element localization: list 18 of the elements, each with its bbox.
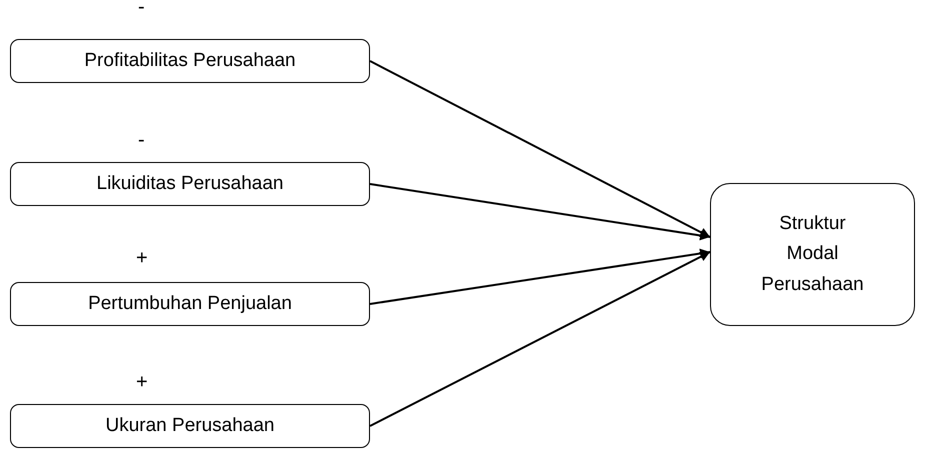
process-box: [10, 282, 370, 326]
node-label: Pertumbuhan Penjualan: [88, 292, 292, 316]
sign-label: -: [138, 129, 145, 152]
process-box: [10, 404, 370, 448]
arrow: [370, 183, 710, 240]
sign-label: -: [138, 0, 145, 19]
arrow: [370, 251, 710, 427]
node-label: Struktur Modal Perusahaan: [760, 212, 865, 297]
process-box: [10, 162, 370, 206]
node-label: Ukuran Perusahaan: [106, 414, 274, 438]
sign-label: +: [136, 371, 148, 394]
node-label: Profitabilitas Perusahaan: [84, 48, 296, 73]
sign-label: +: [136, 247, 148, 270]
process-box: [710, 183, 915, 326]
arrow: [370, 248, 710, 305]
node-label: Likuiditas Perusahaan: [96, 172, 284, 196]
arrow: [370, 60, 710, 238]
process-box: [10, 39, 370, 83]
